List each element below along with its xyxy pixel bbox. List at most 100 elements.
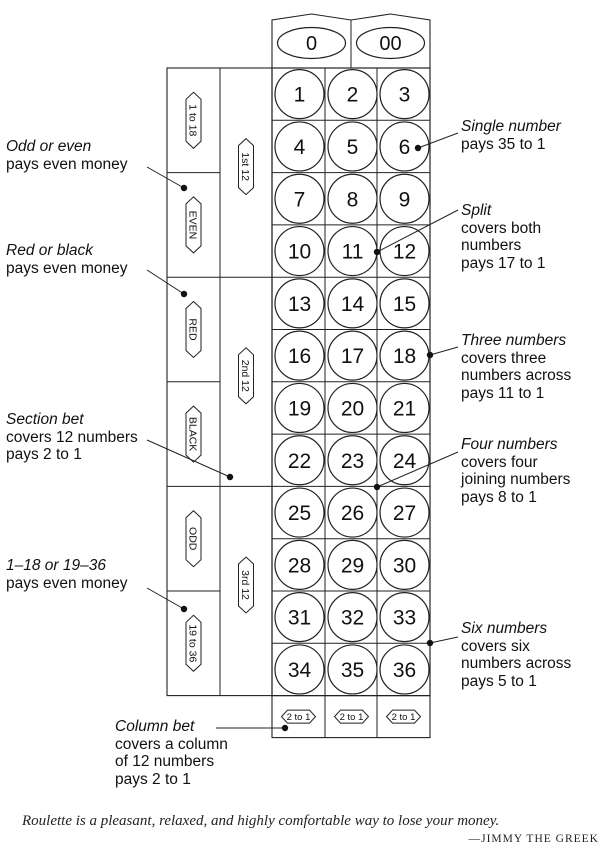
leader-dot — [426, 639, 434, 647]
number-label: 30 — [393, 554, 416, 577]
dozen-label-marker — [238, 347, 254, 405]
leader-line — [376, 451, 459, 488]
number-label: 9 — [399, 188, 411, 211]
outside-bet-label-text: BLACK — [187, 417, 199, 451]
leader-dot — [414, 144, 422, 152]
outside-bet-label-marker — [185, 405, 202, 463]
number-label: 12 — [393, 241, 416, 264]
number-label: 23 — [341, 450, 364, 473]
number-circle — [379, 121, 430, 172]
column-bet-marker — [280, 709, 317, 724]
leader-line — [429, 346, 459, 356]
annotation-line: pays even money — [6, 155, 128, 173]
number-label: 19 — [288, 397, 311, 420]
annotation-line: covers four — [461, 453, 538, 471]
number-circle — [327, 278, 378, 329]
number-label: 18 — [393, 345, 416, 368]
number-label: 15 — [393, 293, 416, 316]
number-label: 8 — [347, 188, 359, 211]
number-circle — [274, 121, 325, 172]
number-circle — [379, 69, 430, 120]
number-circle — [379, 644, 430, 695]
number-label: 16 — [288, 345, 311, 368]
number-circle — [327, 173, 378, 224]
number-circle — [274, 225, 325, 277]
number-circle — [327, 487, 378, 538]
annotation-line: pays 8 to 1 — [461, 488, 537, 506]
annotation-title: Split — [461, 202, 492, 219]
number-circle — [274, 173, 325, 224]
number-circle — [327, 435, 378, 486]
outside-bet-label-text: RED — [187, 318, 199, 341]
number-label: 11 — [342, 241, 364, 264]
number-label: 28 — [288, 554, 311, 577]
outside-bet-label-marker — [185, 300, 202, 359]
leader-dot — [373, 248, 381, 256]
number-label: 7 — [294, 188, 306, 211]
board-grid — [166, 13, 431, 739]
leader-line — [417, 132, 459, 149]
outside-bet-label: RED — [185, 300, 202, 359]
number-circle — [379, 435, 430, 486]
outside-bet-label-marker — [185, 614, 202, 672]
number-label: 32 — [341, 607, 364, 630]
number-label: 1 — [294, 84, 306, 107]
leader-dot — [226, 473, 234, 481]
number-circle — [274, 644, 325, 695]
number-label: 2 — [347, 84, 359, 107]
column-bet-label: 2 to 1 — [392, 712, 416, 723]
outside-bet-label-text: EVEN — [187, 211, 199, 240]
annotation-split: Split covers both numbers pays 17 to 1 — [461, 202, 545, 272]
annotation-section-bet: Section bet covers 12 numbers pays 2 to … — [6, 411, 138, 464]
leader-line — [429, 636, 459, 644]
number-circle — [327, 644, 378, 695]
column-bet-label: 2 to 1 — [340, 712, 364, 723]
leader-lines — [146, 132, 459, 732]
number-label: 10 — [288, 241, 311, 264]
annotation-line: covers both — [461, 219, 542, 237]
number-circle — [379, 278, 430, 329]
outside-bet-label: ODD — [185, 510, 202, 568]
annotation-line: pays 17 to 1 — [461, 254, 546, 272]
number-label: 20 — [341, 397, 364, 420]
dozen-label: 2nd 12 — [238, 347, 254, 405]
annotation-line: pays 11 to 1 — [461, 384, 545, 402]
annotation-line: covers a column — [115, 735, 228, 753]
number-circle — [274, 592, 325, 643]
annotation-line: pays 5 to 1 — [461, 672, 537, 690]
annotation-odd-even: Odd or even pays even money — [6, 138, 128, 173]
leader-dot — [373, 483, 381, 491]
annotation-title: Odd or even — [6, 138, 92, 155]
outside-bet-label-text: 1 to 18 — [187, 104, 199, 136]
outside-bet-label-text: 19 to 36 — [187, 624, 199, 662]
number-circle — [327, 69, 378, 120]
number-circle — [327, 121, 378, 172]
annotation-line: numbers across — [461, 367, 572, 385]
annotation-title: Six numbers — [461, 620, 548, 637]
number-label: 14 — [341, 293, 365, 316]
annotation-title: 1–18 or 19–36 — [6, 557, 106, 574]
outside-bet-label: 1 to 18 — [185, 91, 202, 149]
number-circle — [274, 278, 325, 329]
annotation-title: Section bet — [6, 411, 84, 428]
number-circle — [327, 382, 378, 434]
leader-line — [146, 269, 185, 295]
number-label: 21 — [393, 397, 416, 420]
outside-bet-label-text: ODD — [187, 527, 199, 551]
column-bet-marker — [333, 709, 370, 724]
leader-line — [146, 439, 231, 478]
number-label: 31 — [288, 607, 311, 630]
dozen-label-text: 3rd 12 — [239, 570, 251, 600]
quote-text: Roulette is a pleasant, relaxed, and hig… — [22, 813, 500, 829]
number-circle — [327, 539, 378, 590]
zero-oval — [355, 26, 426, 60]
number-label: 22 — [288, 450, 311, 473]
annotation-column-bet: Column bet covers a column of 12 numbers… — [115, 718, 228, 788]
number-circle — [379, 487, 430, 538]
dozen-label-marker — [238, 556, 254, 614]
annotation-line: pays 2 to 1 — [115, 770, 191, 788]
outside-bet-label: BLACK — [185, 405, 202, 463]
annotation-title: Red or black — [6, 242, 94, 259]
annotation-red-black: Red or black pays even money — [6, 242, 128, 277]
